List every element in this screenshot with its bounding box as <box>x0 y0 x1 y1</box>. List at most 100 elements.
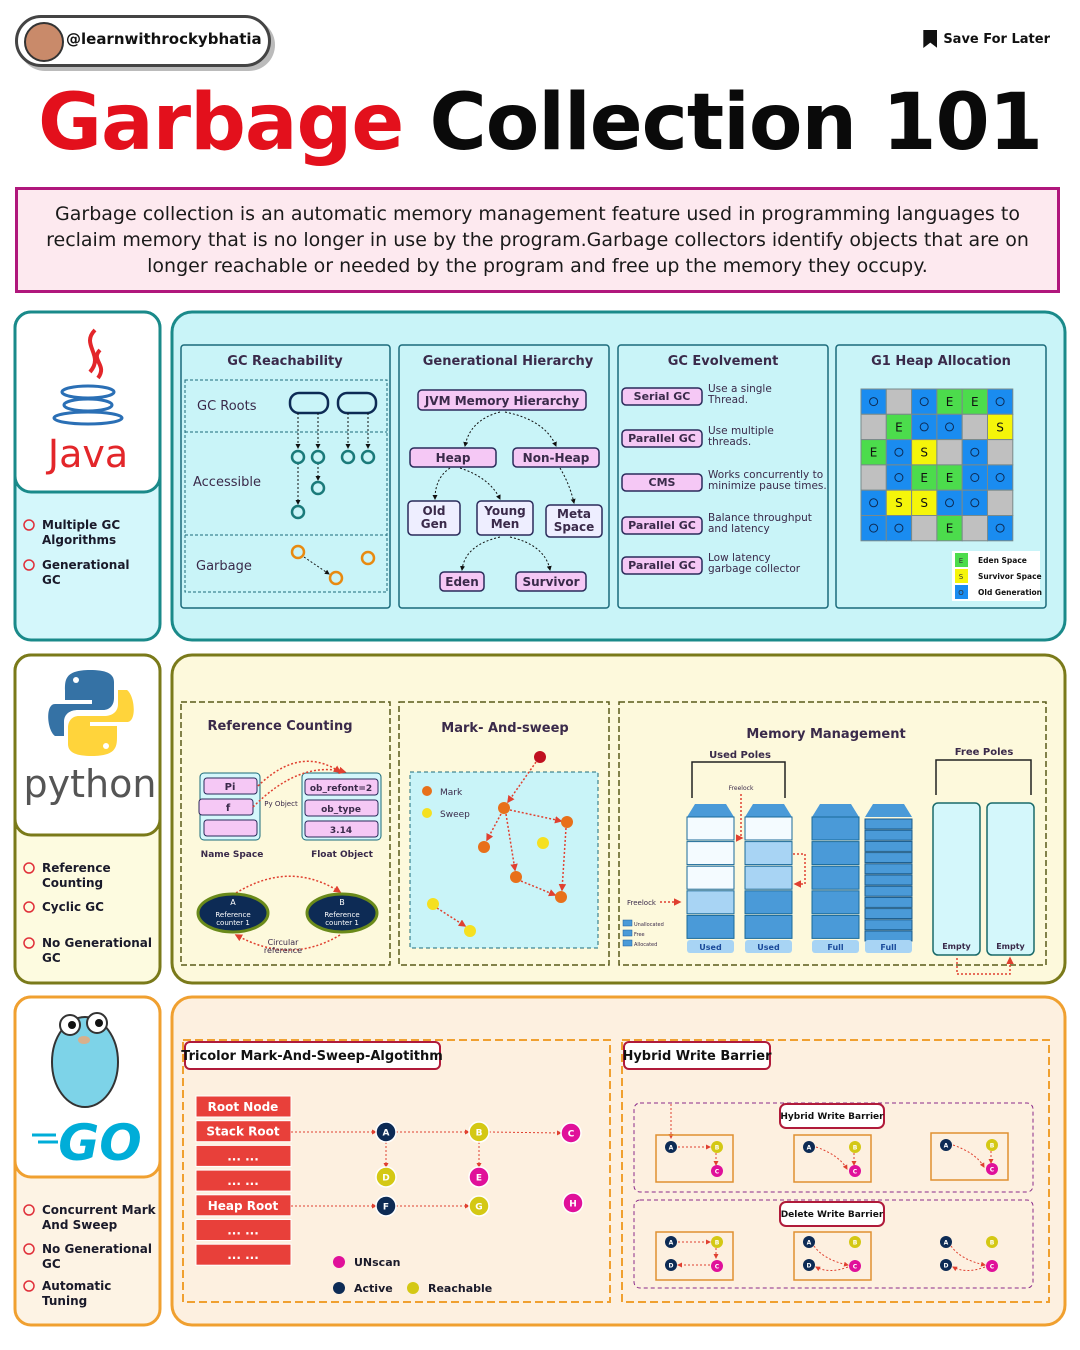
barrier-arrow <box>815 1146 848 1170</box>
sweep-legend-label: Sweep <box>440 810 470 820</box>
float-refcount: ob_refont=2 <box>310 784 372 794</box>
heap-box: Heap <box>436 451 471 465</box>
generational-title: Generational Hierarchy <box>423 354 594 369</box>
old-gen-marker <box>970 447 980 457</box>
gc-type-name: Parallel GC <box>628 559 696 572</box>
legend-swatch <box>955 569 968 583</box>
barrier-node-label: C <box>990 1167 995 1174</box>
ns-item-pi: Pi <box>225 782 236 793</box>
bullet-text: No Generational <box>42 1242 152 1256</box>
object-node <box>375 1121 397 1143</box>
generational-hierarchy-panel: Generational Hierarchy JVM Memory Hierar… <box>398 344 610 609</box>
old-gen-marker <box>970 473 980 482</box>
barrier-node-label: C <box>715 1169 720 1176</box>
barrier-node-label: B <box>715 1240 720 1247</box>
memory-block <box>864 829 913 841</box>
author-handle-pill[interactable]: @learnwithrockybhatia <box>15 15 271 67</box>
free-pole: Empty <box>986 802 1035 956</box>
heap-region <box>860 388 887 415</box>
barrier-box <box>655 1231 734 1281</box>
old-gen-marker <box>995 473 1005 482</box>
pole-label: Full <box>827 943 844 952</box>
sweep-legend-dot <box>422 808 432 818</box>
page-title: Garbage Collection 101 <box>0 78 1080 168</box>
barrier-node-label: D <box>807 1263 812 1270</box>
swept-objects <box>427 837 549 937</box>
region-label: E <box>946 471 954 485</box>
barrier-node-label: B <box>853 1145 858 1152</box>
gc-type-name: CMS <box>649 476 676 489</box>
freelock-label-left: Freelock <box>627 899 657 907</box>
garbage-objects <box>290 544 376 586</box>
bullet-text: Algorithms <box>42 533 116 547</box>
memory-pole: Full <box>811 804 860 953</box>
bullet-text: Reference <box>42 861 111 875</box>
memory-block <box>864 885 913 897</box>
circular-label-1: Circular <box>268 938 300 947</box>
hybrid-write-barrier-panel: Hybrid Write Barrier Hybrid Write Barrie… <box>621 1039 1050 1303</box>
save-for-later-button[interactable]: Save For Later <box>923 30 1050 48</box>
barrier-box <box>793 1231 872 1281</box>
heap-region <box>961 515 989 542</box>
memory-block <box>811 841 860 866</box>
legend-label: Eden Space <box>978 556 1027 565</box>
java-logo-icon: Java <box>46 328 128 476</box>
jvm-memory-box: JVM Memory Hierarchy <box>424 394 580 408</box>
region-label: E <box>870 446 878 460</box>
barrier-node <box>940 1236 952 1248</box>
bullet-icon <box>23 519 35 531</box>
legend-key: S <box>959 573 964 581</box>
object-node-label: G <box>475 1203 482 1213</box>
bullet-icon <box>23 1243 35 1255</box>
root-box <box>195 1120 292 1143</box>
object-node-label: C <box>568 1130 575 1140</box>
heap-region <box>936 515 963 542</box>
object-node <box>468 1166 490 1188</box>
ns-item-empty <box>203 819 258 837</box>
mark-legend-label: Mark <box>440 788 463 798</box>
barrier-node <box>986 1139 998 1151</box>
region-label: E <box>946 395 954 409</box>
bullet-text: And Sweep <box>42 1218 118 1232</box>
barrier-node <box>711 1260 723 1272</box>
eden-box: Eden <box>445 575 478 589</box>
barrier-box <box>930 1132 1009 1181</box>
legend-free: Free <box>634 932 645 938</box>
memory-block <box>744 841 793 866</box>
root-box-label: Heap Root <box>208 1199 279 1213</box>
object-b-counter-2: counter 1 <box>325 919 359 927</box>
memory-block <box>864 863 913 875</box>
old-gen-marker <box>869 397 879 407</box>
root-box-label: Stack Root <box>206 1125 279 1139</box>
heap-region <box>936 439 963 466</box>
object-node <box>468 1195 490 1217</box>
heap-region <box>860 413 887 441</box>
memory-block <box>864 896 913 908</box>
legend-dot <box>333 1282 345 1294</box>
survivor-box: Survivor <box>522 575 579 589</box>
root-box <box>195 1169 292 1192</box>
young-gen-line1: Young <box>483 504 526 518</box>
memory-block <box>864 840 913 852</box>
go-panel <box>170 995 1067 1327</box>
barrier-node-label: C <box>715 1264 720 1271</box>
barrier-node-label: D <box>669 1263 674 1270</box>
legend-label: UNscan <box>354 1256 400 1269</box>
region-label: S <box>895 496 903 510</box>
mark-legend-dot <box>422 786 432 796</box>
memory-block <box>686 865 735 890</box>
mark-and-sweep-panel: Mark- And-sweep Mark Sweep <box>398 701 610 966</box>
meta-space-line2: Space <box>554 520 595 534</box>
hybrid-title: Hybrid Write Barrier <box>622 1049 772 1064</box>
old-gen-marker <box>995 523 1005 533</box>
gc-type-desc: garbage collector <box>708 563 801 575</box>
